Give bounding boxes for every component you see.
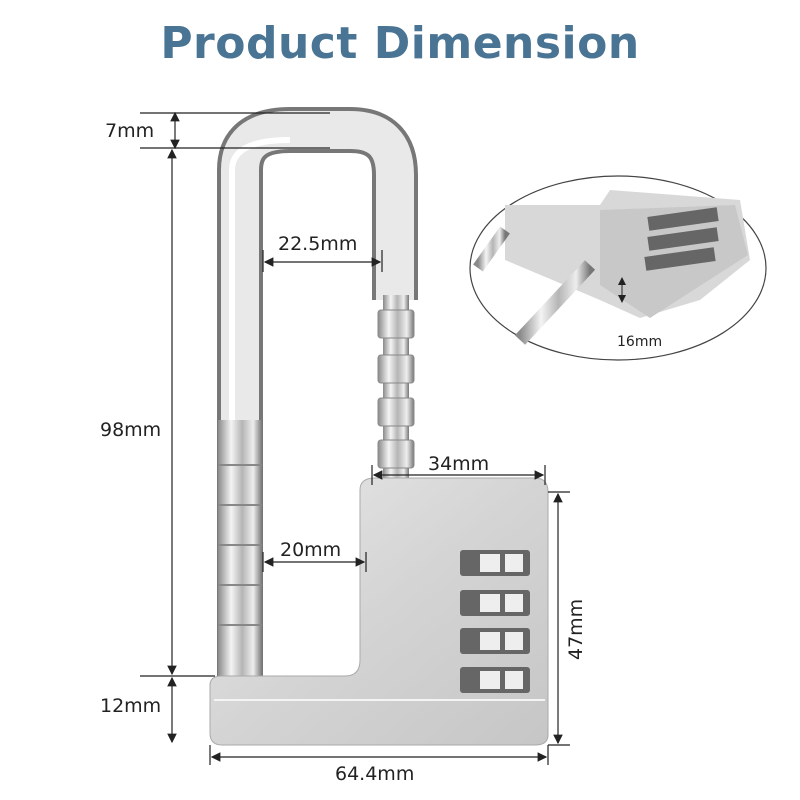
- detail-inset: 16mm: [469, 175, 767, 361]
- dim-shackle-inner-width-top: 22.5mm: [278, 233, 357, 255]
- page-title: Product Dimension: [160, 18, 640, 69]
- dim-body-thickness: 16mm: [617, 334, 662, 350]
- dim-body-top-width: 34mm: [428, 453, 489, 475]
- dim-body-height: 47mm: [565, 599, 587, 660]
- dim-base-height: 12mm: [100, 695, 161, 717]
- dim-shackle-thickness: 7mm: [105, 120, 154, 142]
- combination-dials: [460, 550, 530, 693]
- dim-shackle-inner-width-bottom: 20mm: [280, 539, 341, 561]
- dim-total-width: 64.4mm: [335, 763, 414, 785]
- shackle: [217, 107, 418, 680]
- dim-shackle-height: 98mm: [100, 419, 161, 441]
